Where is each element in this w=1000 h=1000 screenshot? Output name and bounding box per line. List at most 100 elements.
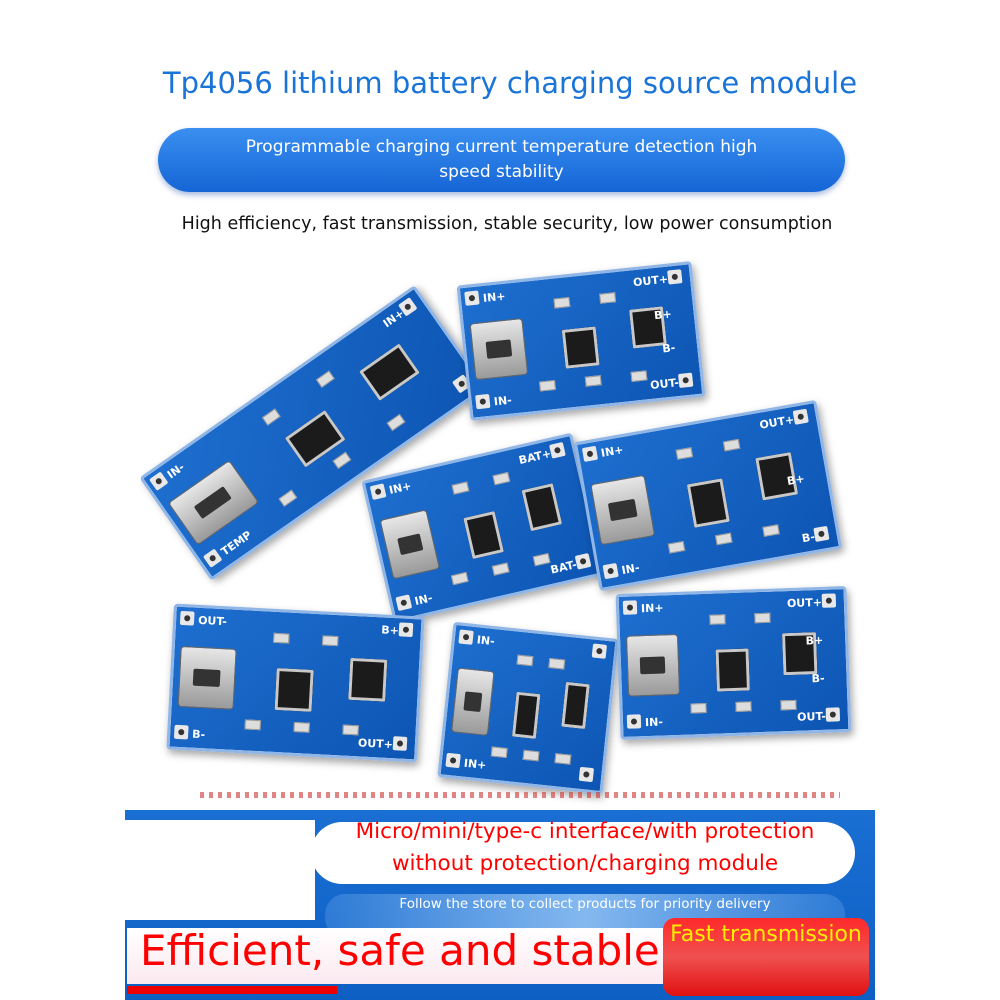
micro-usb-connector-icon [625,634,680,697]
board-label: IN+ [640,601,664,616]
resistor-icon [734,701,751,713]
ic-chip-icon [561,326,600,369]
ic-chip-icon [358,343,420,402]
charging-module-board: IN+ IN- OUT+ B+ B- OUT- [456,261,706,421]
board-label: B+ [653,307,673,322]
solder-pad-icon [581,445,599,462]
board-label: OUT+ [786,595,822,611]
solder-pad-icon [602,562,619,579]
mini-usb-connector-icon [590,473,656,546]
resistor-icon [667,540,686,554]
board-label: IN+ [387,479,413,497]
board-label: OUT- [796,709,826,724]
board-label: IN- [413,591,434,609]
resistor-icon [708,614,726,625]
board-label: OUT+ [357,736,393,752]
solder-pad-icon [578,766,595,783]
solder-pad-icon [458,629,474,645]
solder-pad-icon [626,714,641,729]
board-label: IN+ [482,289,507,305]
mini-usb-connector-icon [451,667,495,736]
slogan-background [127,928,667,984]
resistor-icon [553,296,571,309]
solder-pad-icon [179,610,195,626]
board-label: B- [800,529,816,545]
board-label: IN- [164,460,187,482]
board-label: OUT- [649,376,680,392]
resistor-icon [243,719,260,731]
slogan: Efficient, safe and stable [140,926,660,975]
type-c-connector-icon [177,646,237,710]
ic-chip-icon [561,681,590,730]
board-label: BAT+ [517,446,553,468]
ic-chip-icon [512,691,541,740]
board-label: B+ [804,633,823,648]
solder-pad-icon [475,393,491,410]
resistor-icon [722,438,741,451]
ic-chip-icon [714,648,750,692]
resistor-icon [522,749,540,762]
ic-chip-icon [463,511,504,560]
solder-pad-icon [591,643,608,659]
resistor-icon [492,471,511,486]
solder-pad-icon [825,707,840,722]
board-label: B- [191,727,205,742]
solder-pad-icon [792,408,809,425]
resistor-icon [532,553,551,567]
board-label: IN- [493,393,513,409]
resistor-icon [548,657,566,670]
board-label: B+ [785,471,806,487]
resistor-icon [332,451,352,469]
resistor-icon [450,572,469,586]
resistor-icon [386,413,406,431]
type-c-connector-icon [469,318,528,381]
resistor-icon [762,523,780,537]
resistor-icon [516,654,534,666]
decorative-dots [200,792,840,798]
fast-transmission-badge: Fast transmission [663,918,869,996]
ic-chip-icon [521,483,562,532]
subtitle: High efficiency, fast transmission, stab… [181,214,833,234]
interface-bubble [311,822,855,884]
solder-pad-icon [369,483,387,501]
board-label: B- [661,341,676,356]
charging-module-board: IN+IN-BAT+BAT- [361,432,605,624]
interface-text: Micro/mini/type-c interface/with protect… [355,819,815,876]
board-label: IN+ [599,442,625,460]
solder-pad-icon [813,525,830,542]
resistor-icon [779,700,796,711]
solder-pad-icon [464,290,480,306]
board-label: IN- [620,560,641,577]
board-label: IN+ [463,756,487,772]
board-label: B- [810,671,825,686]
solder-pad-icon [622,600,637,615]
board-label: TEMP [218,528,255,559]
charging-module-board: IN+ IN- OUT+ B+ B- [573,399,843,591]
resistor-icon [491,562,510,576]
solder-pad-icon [395,594,413,612]
feature-banner: Programmable charging current temperatur… [158,128,845,192]
feature-banner-text: Programmable charging current temperatur… [245,137,758,182]
resistor-icon [554,753,572,765]
ic-chip-icon [273,667,313,712]
white-panel [125,820,315,920]
charging-module-board: IN- IN+ [437,621,619,795]
slogan-underline [127,986,337,994]
resistor-icon [321,635,339,647]
ic-chip-icon [686,477,730,527]
board-label: OUT+ [758,412,796,432]
charging-module-board: OUT- B- B+ OUT+ [165,603,425,763]
board-label: B+ [380,623,399,638]
resistor-icon [278,489,298,507]
board-label: IN- [644,715,663,730]
solder-pad-icon [677,372,694,388]
resistor-icon [261,408,281,426]
board-label: OUT+ [632,272,669,290]
resistor-icon [315,370,335,388]
board-label: IN- [476,633,496,649]
board-label: OUT- [197,613,227,629]
resistor-icon [599,291,617,304]
resistor-icon [292,722,309,733]
page-title: Tp4056 lithium battery charging source m… [162,66,858,100]
solder-pad-icon [667,269,683,285]
